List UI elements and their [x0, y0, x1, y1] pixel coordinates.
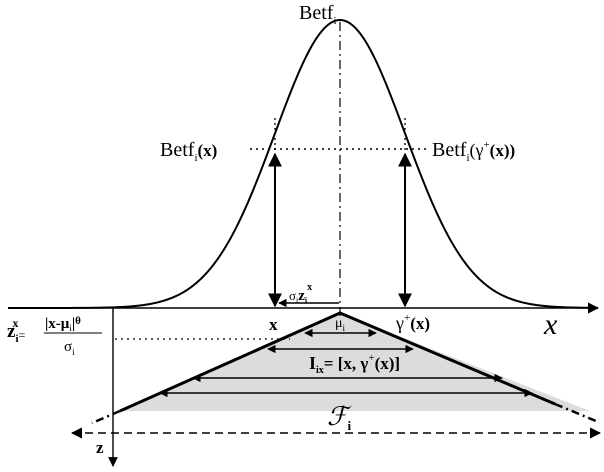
z-definition-lhs: zix=	[7, 316, 26, 345]
mu-label: μi	[335, 316, 346, 333]
betf-x-label: Betfi(x)	[160, 139, 217, 164]
betf-gamma-label: Betfi(γ+(x))	[432, 139, 515, 164]
z-definition-numerator: |x-μi|θ	[45, 315, 81, 333]
triangle-left-edge	[119, 311, 341, 413]
betf-top-label: Betfi	[299, 2, 337, 27]
fuzzy-region-shade	[120, 313, 590, 411]
triangle-left-dashdot	[91, 409, 121, 425]
z-axis-label: z	[96, 438, 104, 457]
bell-curve	[8, 18, 599, 309]
z-definition-denominator: σi	[64, 339, 75, 357]
gamma-point-label: γ+(x)	[395, 312, 430, 333]
triangle-right-dashdot	[554, 402, 597, 423]
sigma-z-label: σizix	[289, 282, 312, 305]
interval-label: Iix= [x, γ+(x)]	[309, 352, 400, 376]
x-axis-label: x	[543, 308, 558, 341]
x-point-label: x	[269, 315, 278, 334]
